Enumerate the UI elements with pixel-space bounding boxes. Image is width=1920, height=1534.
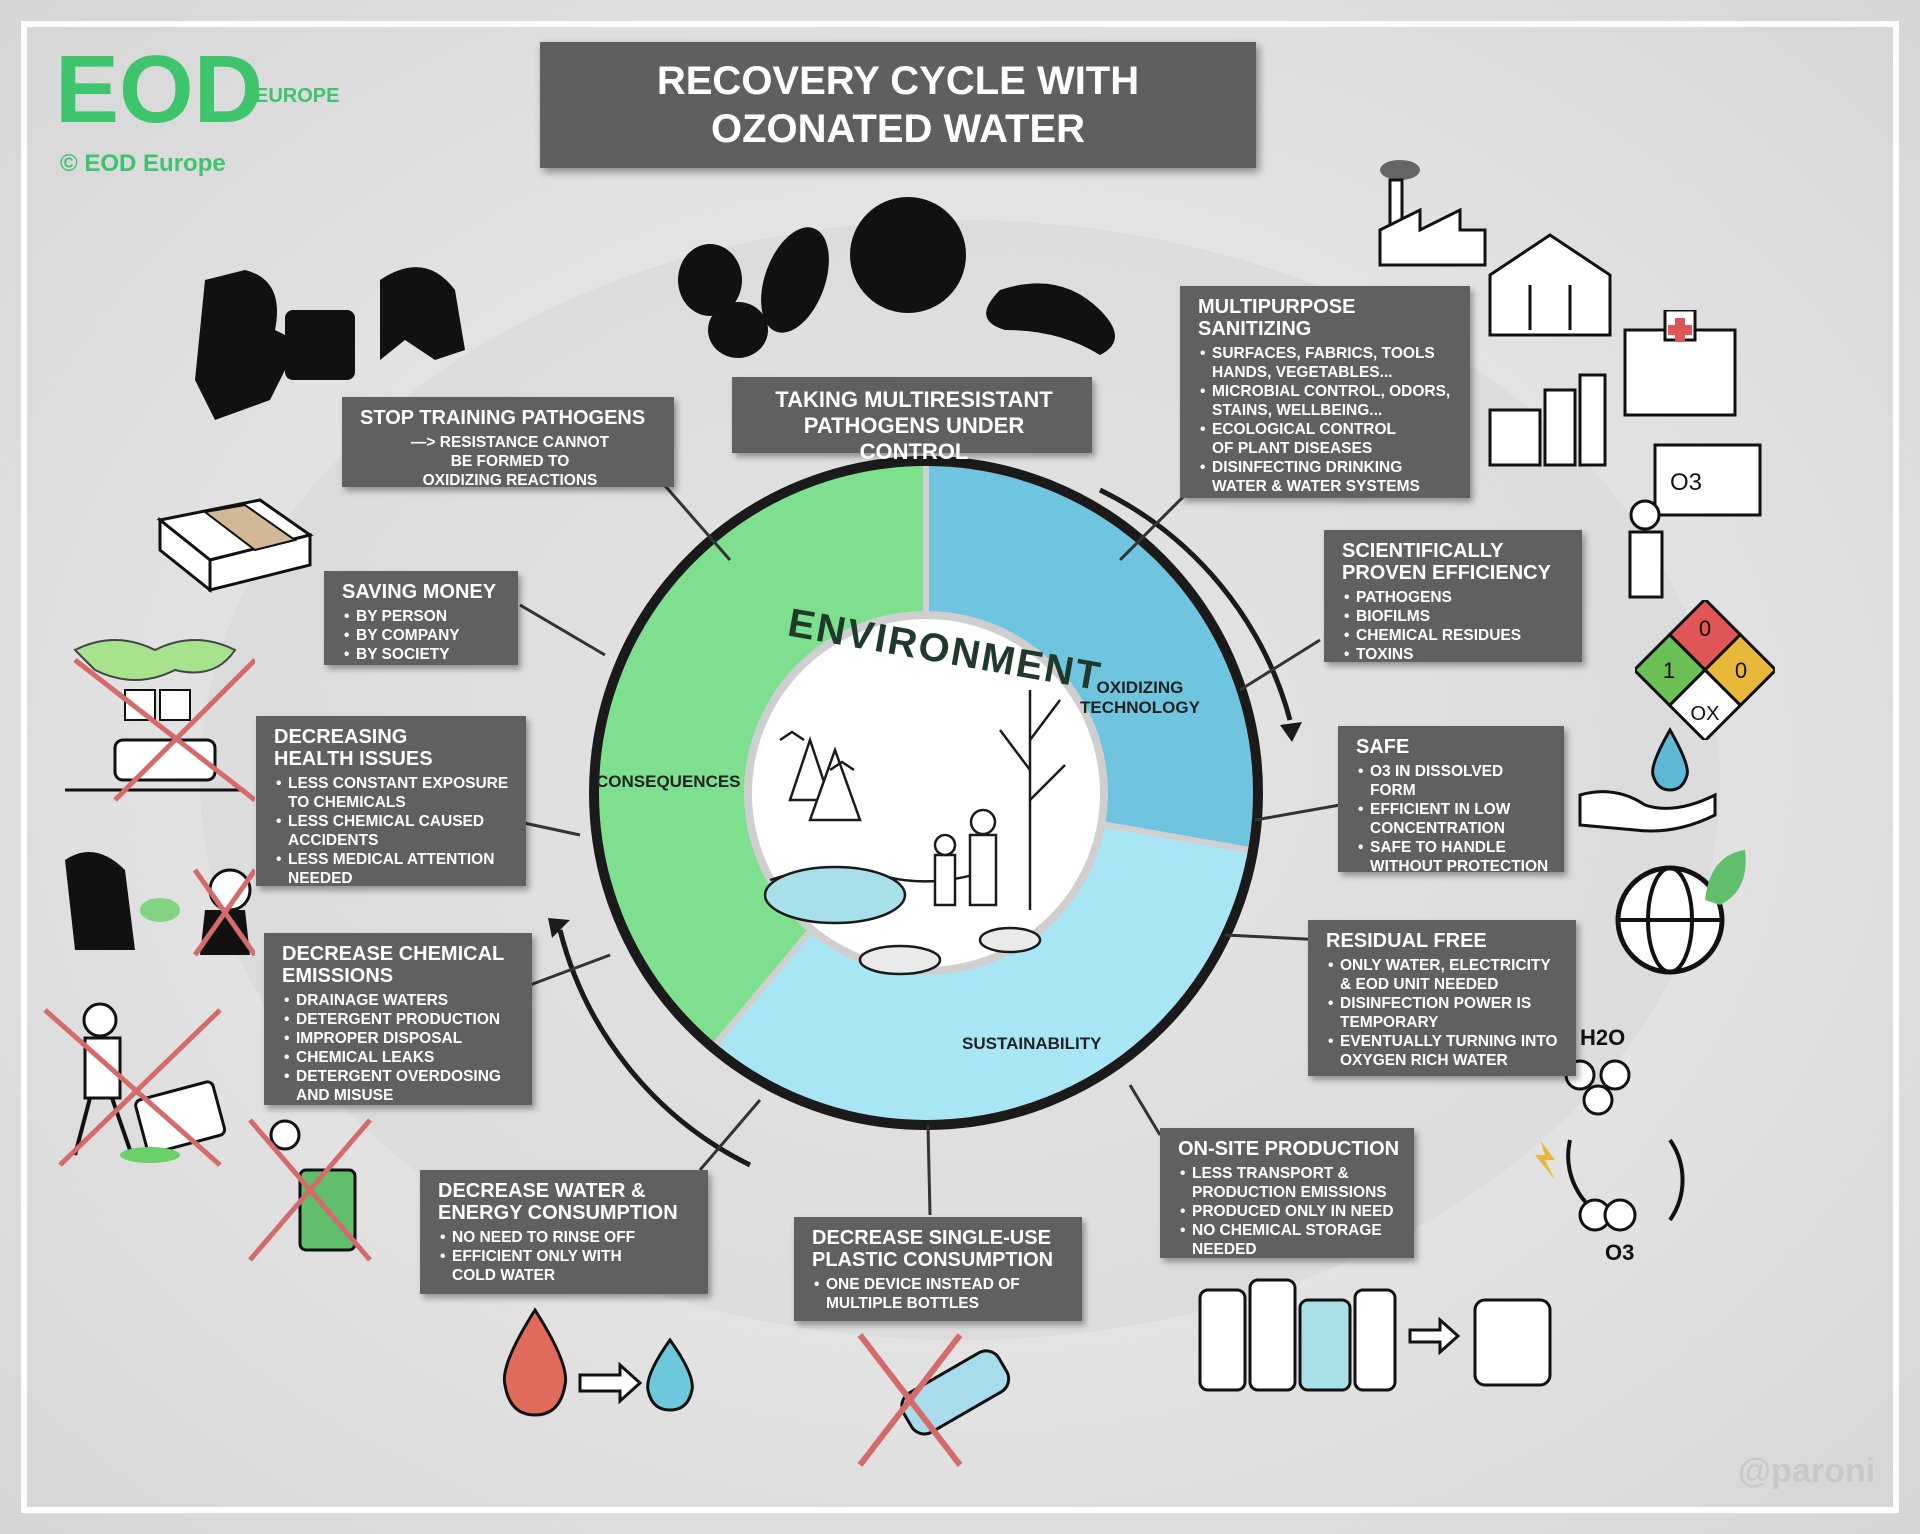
list-item: CHEMICAL RESIDUES	[1344, 626, 1568, 645]
box-title: DECREASE CHEMICAL EMISSIONS	[282, 943, 505, 987]
box-title: STOP TRAINING PATHOGENS	[360, 407, 646, 429]
living-room-icon	[65, 639, 255, 802]
logo-badge: EUROPE	[255, 85, 339, 107]
box-title: SAVING MONEY	[342, 581, 497, 603]
box-water-energy: DECREASE WATER & ENERGY CONSUMPTION NO N…	[420, 1170, 708, 1294]
segment-label-sustainability: SUSTAINABILITY	[962, 1034, 1102, 1053]
pathogens-icon	[678, 197, 1115, 358]
box-saving-money: SAVING MONEY BY PERSON BY COMPANY BY SOC…	[324, 571, 518, 665]
list-item: PRODUCED ONLY IN NEED	[1180, 1202, 1400, 1221]
outer-ring	[589, 456, 1263, 1130]
kitchen-icon	[1488, 373, 1607, 467]
list-item: LESS MEDICAL ATTENTION NEEDED	[276, 850, 512, 888]
arrowhead-left	[548, 918, 570, 938]
list-item: DISINFECTING DRINKING WATER & WATER SYST…	[1200, 458, 1456, 496]
hazard-cell-special	[1667, 667, 1743, 740]
segment-label-oxidizing: OXIDIZING TECHNOLOGY	[1080, 678, 1200, 717]
hot-to-cold-water-icon	[502, 1307, 694, 1417]
list-item: LESS CHEMICAL CAUSED ACCIDENTS	[276, 812, 512, 850]
list-item: DETERGENT PRODUCTION	[284, 1010, 518, 1029]
list-item: BY PERSON	[344, 607, 504, 626]
money-icon	[156, 498, 314, 594]
bottles-to-device-icon	[1198, 1278, 1552, 1392]
chemical-spill-icon	[43, 1002, 227, 1167]
page-title: RECOVERY CYCLE WITH OZONATED WATER	[540, 42, 1256, 168]
box-residual-free: RESIDUAL FREE ONLY WATER, ELECTRICITY & …	[1308, 920, 1576, 1076]
box-title: MULTIPURPOSE SANITIZING	[1198, 296, 1356, 340]
hospital-icon	[1623, 310, 1737, 417]
list-item: DISINFECTION POWER IS TEMPORARY	[1328, 994, 1562, 1032]
list-item: BY SOCIETY	[344, 645, 504, 664]
scientist-icon: O3	[1628, 443, 1762, 599]
box-onsite-production: ON-SITE PRODUCTION LESS TRANSPORT & PROD…	[1160, 1128, 1414, 1258]
box-title: DECREASING HEALTH ISSUES	[274, 726, 433, 770]
logo-caption: © EOD Europe	[60, 150, 226, 177]
hazard-text-right: 0	[1735, 658, 1747, 683]
box-health-issues: DECREASING HEALTH ISSUES LESS CONSTANT E…	[256, 716, 526, 888]
list-item: DRAINAGE WATERS	[284, 991, 518, 1010]
list-item: ONLY WATER, ELECTRICITY & EOD UNIT NEEDE…	[1328, 956, 1562, 994]
hand-water-drop-icon	[1578, 726, 1717, 833]
eod-logo: EOD EUROPE	[55, 42, 339, 143]
list-item: ECOLOGICAL CONTROL OF PLANT DISEASES	[1200, 420, 1456, 458]
list-item: EFFICIENT ONLY WITH COLD WATER	[440, 1247, 694, 1285]
monster-icon	[195, 267, 465, 420]
box-title: SCIENTIFICALLY PROVEN EFFICIENCY	[1342, 540, 1551, 584]
hazard-diamond-icon: 0 1 0 OX	[1635, 600, 1775, 740]
list-item: LESS CONSTANT EXPOSURE TO CHEMICALS	[276, 774, 512, 812]
molecule-label-o3: O3	[1605, 1240, 1634, 1265]
greenhouse-icon	[1488, 233, 1612, 337]
list-item: MICROBIAL CONTROL, ODORS, STAINS, WELLBE…	[1200, 382, 1456, 420]
cycle-arrow-right	[1098, 487, 1293, 721]
list-item: LESS TRANSPORT & PRODUCTION EMISSIONS	[1180, 1164, 1400, 1202]
landscape-illustration	[763, 690, 1066, 976]
list-item: CHEMICAL LEAKS	[284, 1048, 518, 1067]
cat-scare-icon	[65, 852, 255, 957]
hazard-text-top: 0	[1699, 616, 1711, 641]
list-item: DETERGENT OVERDOSING AND MISUSE	[284, 1067, 518, 1105]
connector-lines	[509, 479, 1341, 1216]
box-title: SAFE	[1356, 736, 1410, 758]
list-item: EVENTUALLY TURNING INTO OXYGEN RICH WATE…	[1328, 1032, 1562, 1070]
globe-leaf-icon	[1615, 850, 1746, 975]
molecule-label-h2o: H2O	[1580, 1025, 1625, 1050]
logo-wordmark: EOD	[55, 42, 263, 143]
box-title: ON-SITE PRODUCTION	[1178, 1138, 1400, 1160]
list-item: NO NEED TO RINSE OFF	[440, 1228, 694, 1247]
hazard-text-bottom: OX	[1691, 703, 1720, 725]
box-stop-training: STOP TRAINING PATHOGENS —> RESISTANCE CA…	[342, 397, 674, 489]
list-item: NO CHEMICAL STORAGE NEEDED	[1180, 1221, 1400, 1259]
plastic-bottle-icon	[857, 1333, 1011, 1467]
list-item: SURFACES, FABRICS, TOOLS HANDS, VEGETABL…	[1200, 344, 1456, 382]
board-formula: O3	[1670, 469, 1702, 496]
list-item: BIOFILMS	[1344, 607, 1568, 626]
box-plastic: DECREASE SINGLE-USE PLASTIC CONSUMPTION …	[794, 1217, 1082, 1321]
box-scientific: SCIENTIFICALLY PROVEN EFFICIENCY PATHOGE…	[1324, 530, 1582, 664]
list-item: O3 IN DISSOLVED FORM	[1358, 762, 1550, 800]
box-title: TAKING MULTIRESISTANT PATHOGENS UNDER CO…	[775, 387, 1053, 464]
arrowhead-right	[1280, 722, 1302, 742]
box-title: DECREASE SINGLE-USE PLASTIC CONSUMPTION	[812, 1227, 1054, 1271]
list-item: SAFE TO HANDLE WITHOUT PROTECTION	[1358, 838, 1550, 876]
hazard-text-left: 1	[1663, 658, 1675, 683]
list-item: EFFICIENT IN LOW CONCENTRATION	[1358, 800, 1550, 838]
box-chemical-emissions: DECREASE CHEMICAL EMISSIONS DRAINAGE WAT…	[264, 933, 532, 1105]
list-item: IMPROPER DISPOSAL	[284, 1029, 518, 1048]
segment-label-consequences: CONSEQUENCES	[596, 772, 741, 791]
list-item: PATHOGENS	[1344, 588, 1568, 607]
list-item: ONE DEVICE INSTEAD OF MULTIPLE BOTTLES	[814, 1275, 1068, 1313]
box-multipurpose: MULTIPURPOSE SANITIZING SURFACES, FABRIC…	[1180, 286, 1470, 498]
factory-icon	[1378, 160, 1487, 267]
box-safe: SAFE O3 IN DISSOLVED FORM EFFICIENT IN L…	[1338, 726, 1564, 875]
box-taking-pathogens: TAKING MULTIRESISTANT PATHOGENS UNDER CO…	[732, 377, 1092, 464]
box-title: DECREASE WATER & ENERGY CONSUMPTION	[438, 1180, 678, 1224]
list-item: BY COMPANY	[344, 626, 504, 645]
box-title: RESIDUAL FREE	[1326, 930, 1487, 952]
box-subtext: —> RESISTANCE CANNOT BE FORMED TO OXIDIZ…	[410, 434, 610, 489]
recycling-bin-icon	[248, 1118, 372, 1262]
watermark: @paroni	[1738, 1452, 1876, 1490]
list-item: TOXINS	[1344, 645, 1568, 664]
